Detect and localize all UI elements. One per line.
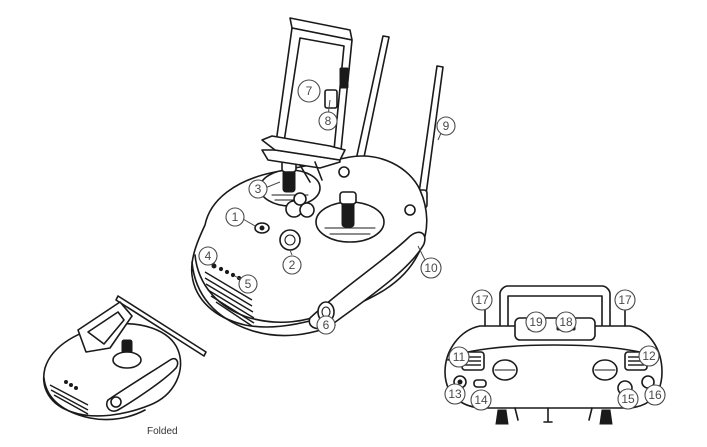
svg-text:17: 17	[475, 293, 489, 307]
main-controller-drawing	[190, 17, 444, 337]
svg-text:8: 8	[325, 114, 332, 128]
svg-text:17: 17	[618, 293, 632, 307]
callout-2: 2	[282, 255, 302, 275]
svg-text:6: 6	[323, 318, 330, 332]
antenna-left	[355, 35, 390, 163]
back-foot-right	[599, 409, 613, 425]
callout-11: 11	[448, 346, 470, 368]
svg-text:1: 1	[232, 210, 239, 224]
callout-5: 5	[238, 274, 258, 294]
svg-text:3: 3	[255, 182, 262, 196]
svg-text:19: 19	[529, 315, 543, 329]
top-button-left	[404, 204, 416, 216]
callout-17-right: 17	[614, 289, 636, 311]
folded-handle	[105, 357, 179, 412]
folded-grill	[49, 384, 89, 415]
svg-text:4: 4	[205, 249, 212, 263]
folded-caption: Folded	[147, 426, 178, 437]
callout-15: 15	[617, 388, 639, 410]
back-foot-left	[495, 409, 509, 425]
callout-7: 7	[297, 79, 321, 103]
svg-text:12: 12	[642, 349, 656, 363]
folded-controller-drawing	[43, 295, 207, 421]
svg-text:10: 10	[424, 261, 438, 275]
mode-switch	[473, 379, 487, 388]
svg-text:9: 9	[443, 119, 450, 133]
svg-text:16: 16	[648, 388, 662, 402]
svg-text:2: 2	[289, 258, 296, 272]
callout-6: 6	[316, 315, 336, 335]
svg-text:7: 7	[306, 84, 313, 98]
status-led	[211, 263, 217, 269]
callout-19: 19	[525, 311, 547, 333]
svg-text:18: 18	[559, 315, 573, 329]
folded-antenna	[115, 295, 207, 357]
callout-3: 3	[248, 179, 268, 199]
svg-text:5: 5	[245, 277, 252, 291]
speaker-grill	[204, 271, 255, 327]
center-buttons	[285, 192, 315, 218]
svg-text:14: 14	[474, 393, 488, 407]
svg-text:15: 15	[621, 392, 635, 406]
callout-16: 16	[644, 384, 666, 406]
top-button-right	[338, 166, 350, 178]
callout-13: 13	[444, 383, 466, 405]
callout-4: 4	[198, 246, 218, 266]
callout-10: 10	[420, 257, 442, 279]
svg-text:13: 13	[448, 387, 462, 401]
callout-18: 18	[555, 311, 577, 333]
power-button	[254, 222, 270, 234]
right-stick	[315, 191, 385, 243]
callout-12: 12	[638, 345, 660, 367]
svg-text:11: 11	[453, 350, 466, 364]
callout-9: 9	[436, 116, 456, 136]
callout-1: 1	[225, 207, 245, 227]
callout-8: 8	[318, 111, 338, 131]
callout-14: 14	[470, 389, 492, 411]
callout-17-left: 17	[471, 289, 493, 311]
folded-holder	[77, 301, 133, 353]
rth-button	[279, 229, 301, 251]
